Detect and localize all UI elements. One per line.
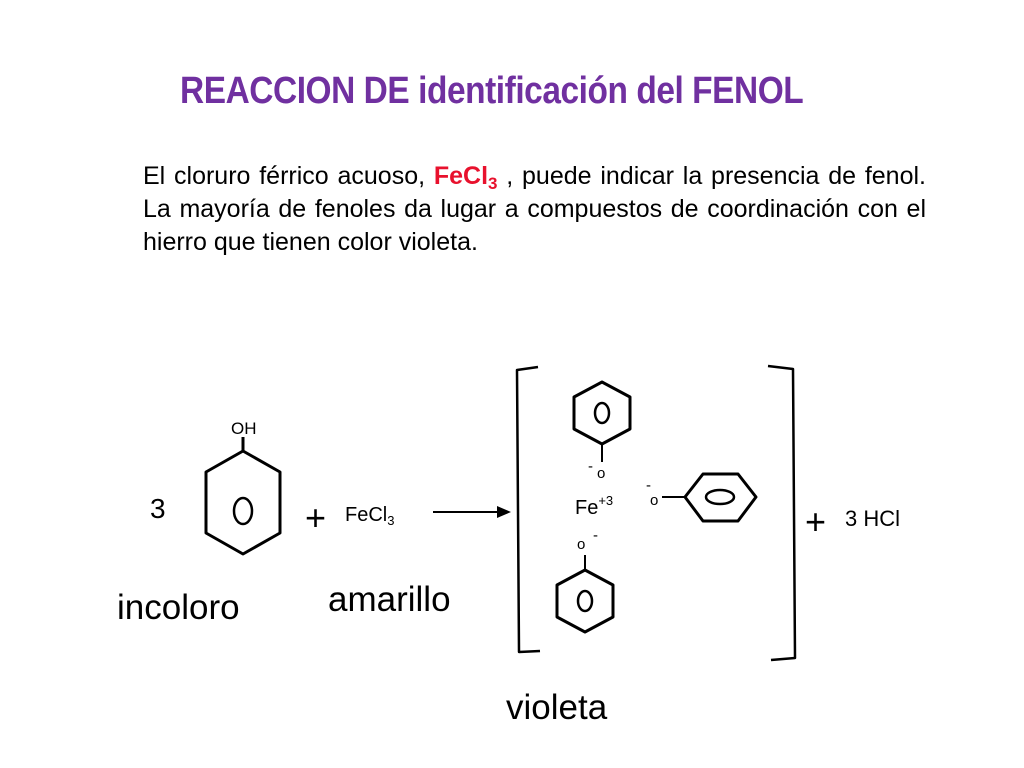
- slide-title: REACCION DE identificación del FENOL: [180, 70, 804, 112]
- reaction-arrow-head: [497, 506, 511, 518]
- stoichiometric-coefficient: 3: [150, 493, 166, 524]
- complex-left-bracket: [515, 365, 541, 654]
- complex-right-bracket: [767, 364, 797, 662]
- reagent-subscript: 3: [387, 513, 394, 528]
- reagent-symbol: FeCl: [345, 504, 387, 526]
- plus-sign-products: +: [805, 501, 826, 542]
- iron-center: Fe+3: [575, 493, 613, 519]
- paragraph-text-end: , puede indicar la presencia de fenol. L…: [143, 162, 926, 256]
- label-violet: violeta: [506, 688, 608, 727]
- reagent-formula: FeCl3: [345, 504, 394, 528]
- ligand-ring-top: [572, 380, 632, 446]
- iron-charge: +3: [598, 493, 613, 508]
- ferric-chloride-formula: FeCl3: [433, 162, 498, 193]
- charge-top: -: [588, 458, 593, 475]
- phenol-oh-label: OH: [231, 419, 257, 438]
- phenol-ring-circle: [232, 496, 254, 526]
- oxygen-bottom: o: [577, 536, 585, 553]
- ligand-ring-bottom-circle: [576, 589, 594, 613]
- ligand-ring-right-circle: [704, 488, 736, 506]
- ligand-ring-right: [683, 472, 758, 523]
- charge-right: -: [646, 477, 651, 494]
- ligand-ring-bottom: [555, 568, 615, 634]
- paragraph-text-start: El cloruro férrico acuoso,: [143, 162, 434, 190]
- ligand-ring-top-circle: [593, 401, 611, 425]
- label-yellow: amarillo: [328, 580, 451, 619]
- oxygen-right: o: [650, 492, 658, 509]
- iron-symbol: Fe: [575, 497, 598, 519]
- phenol-ring: [204, 449, 282, 556]
- label-colorless: incoloro: [117, 588, 240, 627]
- description-paragraph: El cloruro férrico acuoso, FeCl3 , puede…: [143, 160, 926, 259]
- plus-sign-reactants: +: [305, 497, 326, 538]
- charge-bottom: -: [593, 527, 598, 544]
- byproduct-formula: 3 HCl: [845, 506, 900, 531]
- oxygen-top: o: [597, 465, 605, 482]
